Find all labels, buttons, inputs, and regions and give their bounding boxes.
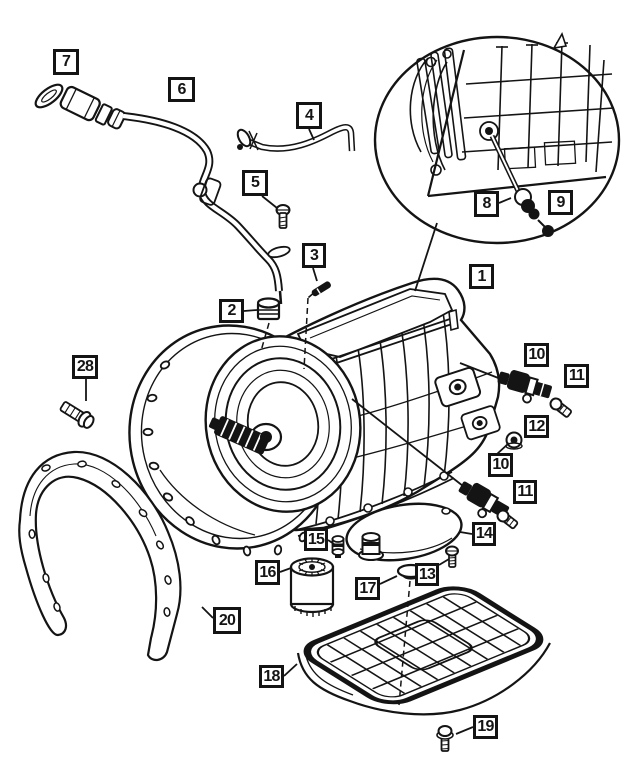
- callout-8[interactable]: 8: [474, 191, 499, 217]
- callout-14[interactable]: 14: [472, 522, 496, 546]
- leader-line: [260, 322, 270, 352]
- leader-line: [414, 222, 438, 292]
- bolt-11-upper-drawing: [549, 397, 572, 418]
- callout-7[interactable]: 7: [53, 49, 79, 75]
- callout-19[interactable]: 19: [473, 715, 498, 739]
- plug-12-drawing: [505, 431, 523, 450]
- pan-bolt-19-drawing: [436, 725, 454, 752]
- clip-3-drawing: [307, 281, 331, 299]
- callout-13[interactable]: 13: [415, 563, 439, 586]
- leader-line: [283, 663, 298, 677]
- callout-11-lower[interactable]: 11: [513, 480, 537, 504]
- leader-line: [459, 531, 473, 535]
- leader-line: [379, 575, 398, 585]
- leader-line: [279, 567, 292, 573]
- leader-line: [201, 606, 214, 619]
- bolt-9-drawing: [537, 219, 554, 237]
- leader-line: [303, 297, 309, 370]
- callout-11-upper[interactable]: 11: [564, 364, 589, 388]
- callout-5[interactable]: 5: [242, 170, 268, 196]
- callout-10-upper[interactable]: 10: [524, 343, 549, 367]
- leader-line: [438, 558, 450, 566]
- dipstick-drawing: [34, 83, 126, 130]
- leader-line: [312, 267, 318, 282]
- callout-17[interactable]: 17: [355, 577, 380, 600]
- speed-sensor-10-upper-drawing: [497, 370, 552, 404]
- output-shaft-drawing: [208, 416, 270, 455]
- leader-line: [261, 195, 278, 209]
- bolt-13-drawing: [445, 545, 459, 568]
- callout-1[interactable]: 1: [469, 264, 494, 289]
- callout-3[interactable]: 3: [302, 243, 326, 268]
- vent-hose-drawing: [236, 124, 356, 152]
- callout-9[interactable]: 9: [548, 190, 573, 215]
- speed-sensor-10-lower-drawing: [458, 481, 510, 519]
- callout-4[interactable]: 4: [296, 102, 322, 129]
- leader-line: [308, 128, 315, 141]
- leader-line: [398, 580, 411, 706]
- leader-line: [496, 442, 510, 455]
- oil-filter-16-drawing: [289, 557, 335, 617]
- callout-10-lower[interactable]: 10: [488, 453, 513, 477]
- callout-20[interactable]: 20: [213, 607, 241, 634]
- valve-15-drawing: [331, 535, 345, 558]
- inset-case-detail: [409, 32, 615, 198]
- leader-line: [455, 726, 474, 735]
- cover-plate-14-drawing: [345, 502, 463, 562]
- dipstick-tube-drawing: [122, 112, 291, 305]
- leader-line: [327, 539, 335, 545]
- callout-18[interactable]: 18: [259, 665, 284, 688]
- screw-5-drawing: [275, 204, 291, 229]
- bolt-11-lower-drawing: [496, 509, 519, 530]
- leader-line: [498, 197, 512, 204]
- bell-housing-drawing: [128, 324, 362, 557]
- oil-pan-18-drawing: [296, 586, 551, 716]
- leader-line: [243, 309, 258, 312]
- gasket-20-drawing: [18, 450, 182, 662]
- callout-12[interactable]: 12: [524, 415, 549, 438]
- sensor-8-drawing: [479, 121, 540, 220]
- leader-lines: [85, 128, 512, 735]
- leader-line: [459, 362, 507, 382]
- grommet-2-drawing: [256, 297, 281, 321]
- bolt-28-drawing: [59, 401, 95, 429]
- callout-28[interactable]: 28: [72, 355, 98, 379]
- callout-15[interactable]: 15: [304, 528, 328, 551]
- callout-16[interactable]: 16: [255, 560, 280, 585]
- leader-line: [351, 398, 464, 487]
- callout-2[interactable]: 2: [219, 299, 244, 323]
- callout-6[interactable]: 6: [168, 77, 195, 102]
